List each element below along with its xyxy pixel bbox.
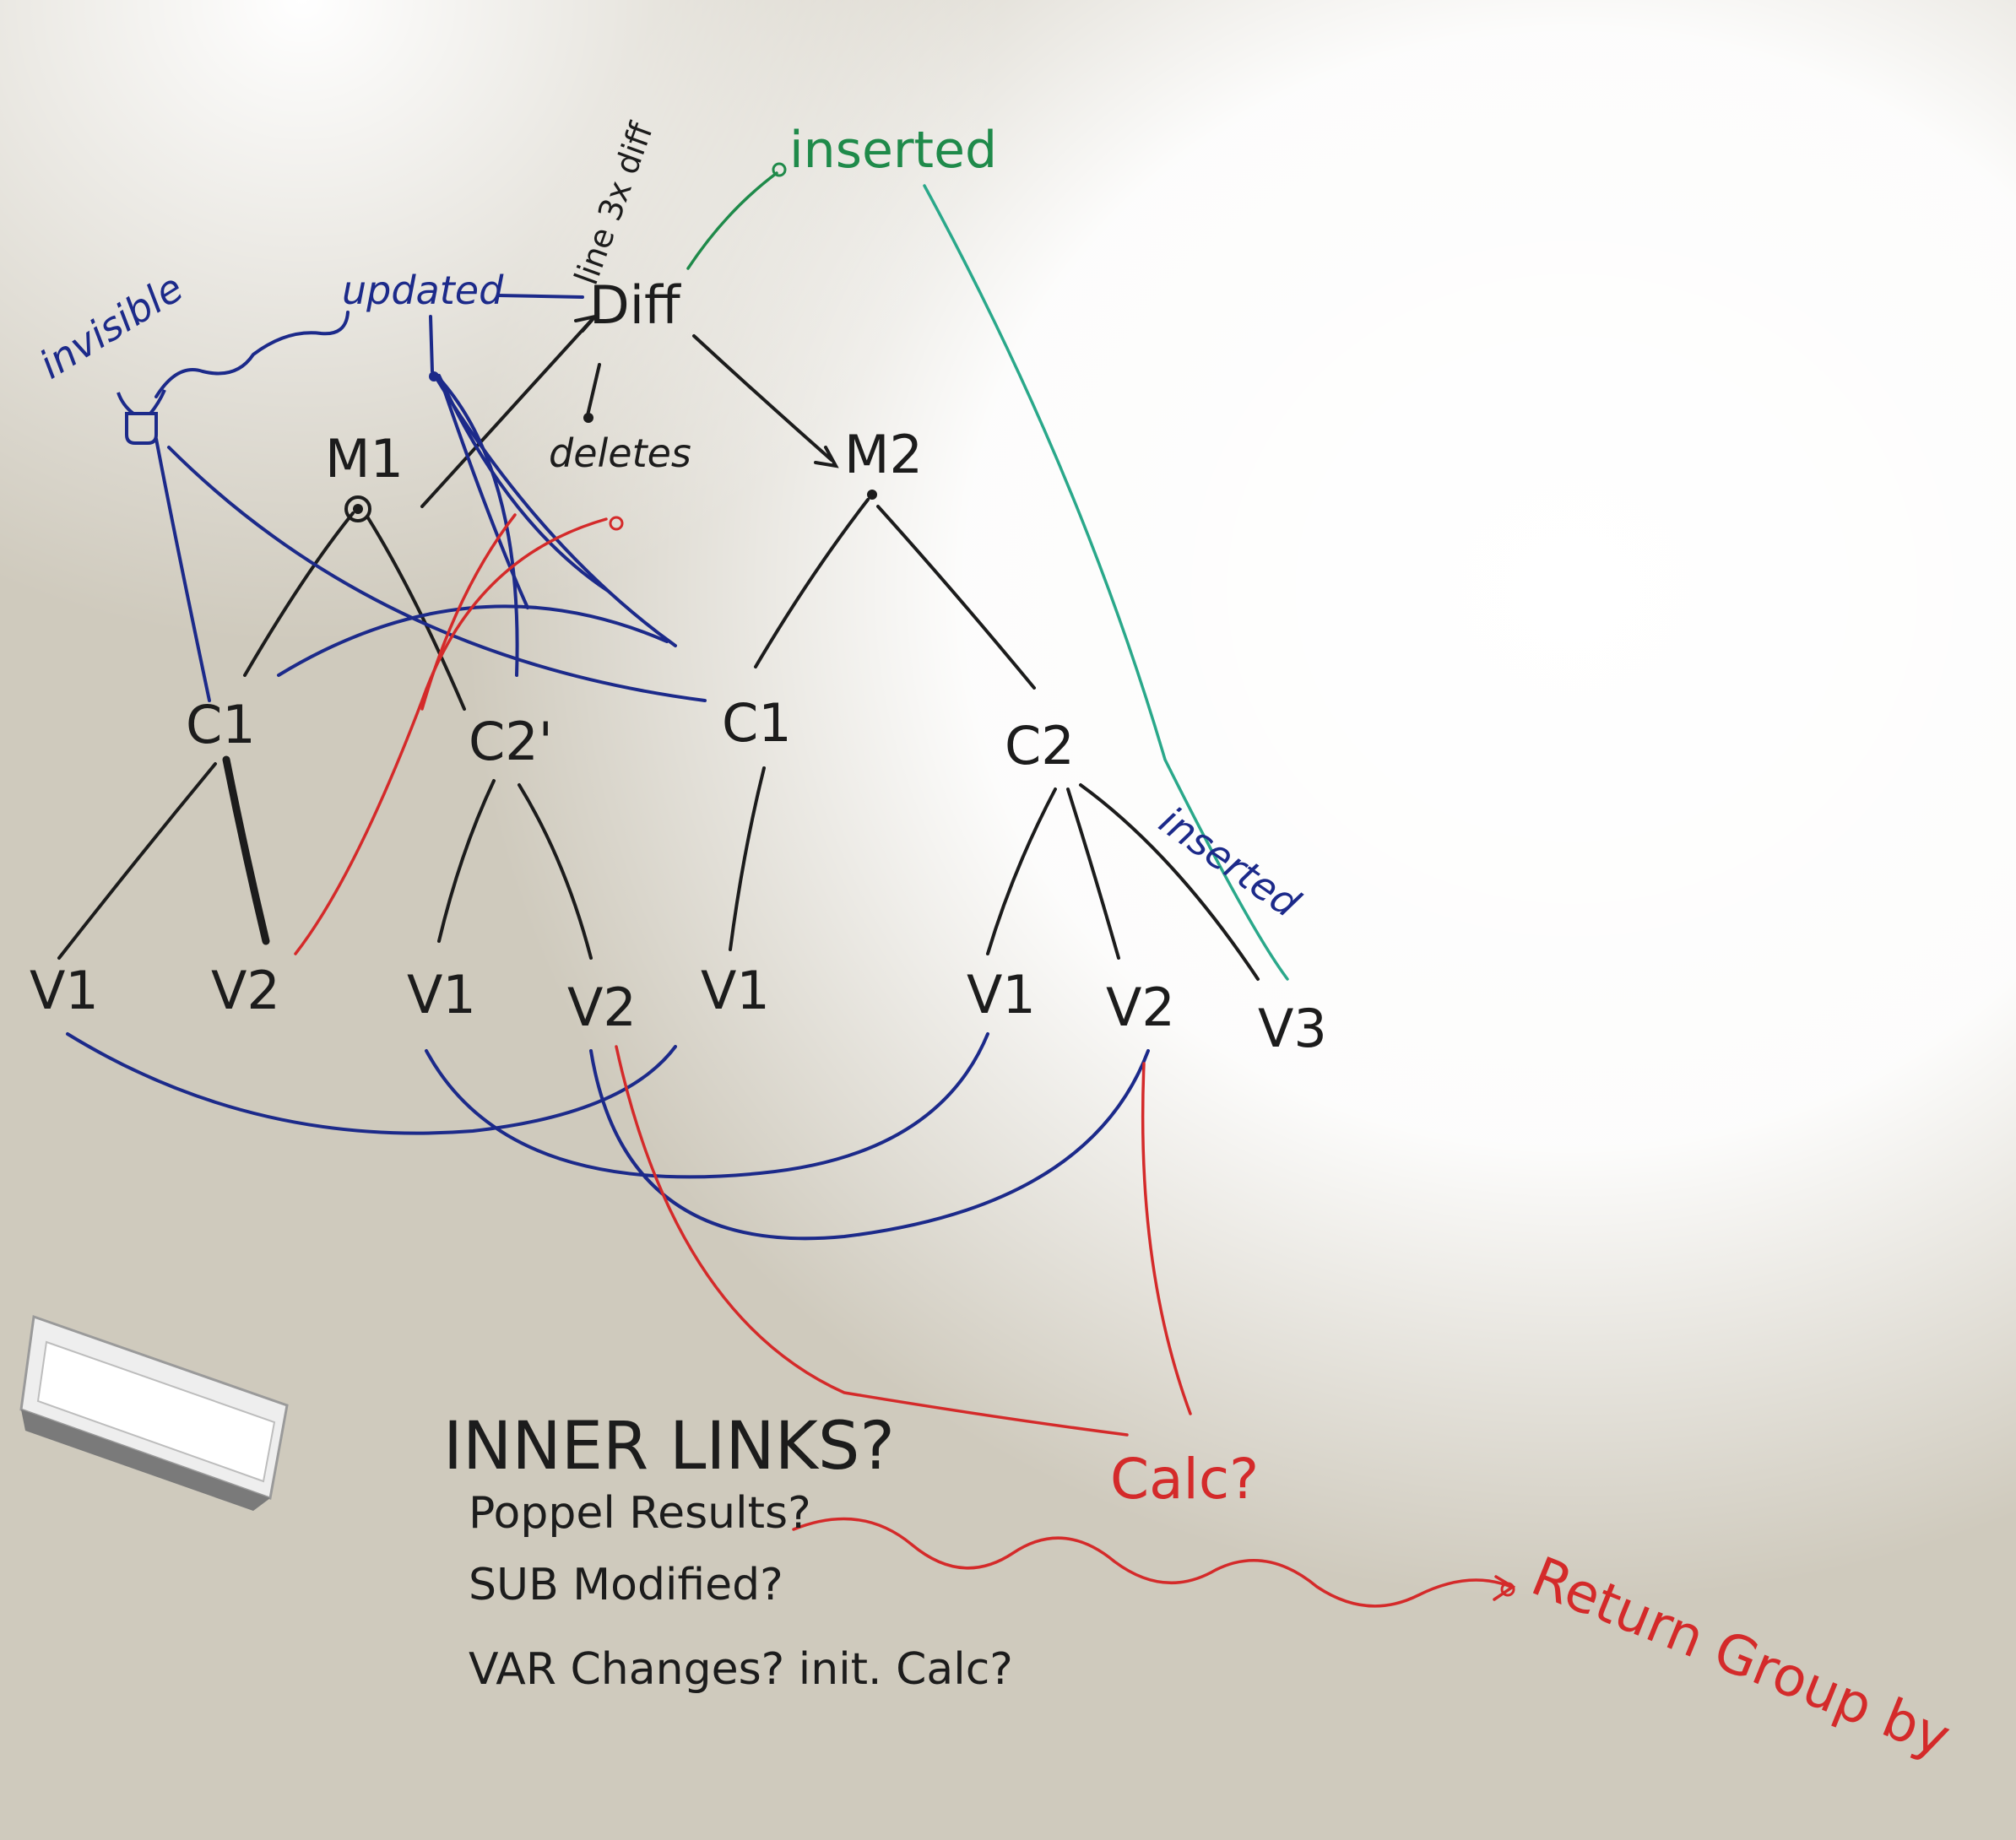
edge-diff-inserted — [686, 171, 778, 270]
label-c2-right: C2 — [1005, 715, 1075, 777]
edge-m1-c2 — [366, 515, 466, 711]
label-v2-a: V2 — [211, 960, 280, 1021]
note-sub-modified: SUB Modified? — [469, 1560, 783, 1610]
label-deletes: deletes — [549, 430, 691, 476]
edge-bucket-c1r — [167, 446, 707, 702]
edge-c2-v2b — [518, 783, 593, 960]
dot-m2 — [867, 490, 877, 500]
dot-m1 — [344, 495, 371, 522]
label-v1-b: V1 — [407, 964, 476, 1026]
dot-red-deletes — [609, 516, 624, 531]
edge-updated-c1r-a — [433, 374, 677, 647]
edge-v2b-v2d — [589, 1049, 1150, 1241]
bucket-icon — [117, 389, 166, 445]
red-edges — [294, 513, 1516, 1608]
note-inner-links: INNER LINKS? — [443, 1409, 895, 1485]
edge-deletes-c2 — [420, 513, 517, 711]
label-v3-d: V3 — [1258, 998, 1327, 1059]
edge-c1r-v1c — [729, 766, 766, 951]
edge-bucket-c1 — [154, 437, 211, 702]
edge-c1-v1 — [57, 762, 217, 960]
dot-return — [1500, 1582, 1515, 1597]
edge-updated-c1r-b — [437, 374, 610, 593]
edge-v2b-calc — [615, 1045, 1129, 1437]
black-edges — [57, 313, 1260, 981]
edge-v2d-calc — [1141, 1062, 1192, 1415]
label-v2-b: V2 — [567, 977, 637, 1038]
label-diff: Diff — [589, 274, 681, 336]
label-c2-left: C2' — [469, 711, 553, 772]
edge-c2r-v1d — [986, 787, 1057, 955]
label-c1-left: C1 — [186, 694, 256, 755]
edge-v1b-v1d — [425, 1032, 989, 1179]
edge-diff-deletes — [586, 363, 601, 417]
edge-c2-v1b — [437, 779, 496, 943]
label-v1-d: V1 — [967, 964, 1036, 1026]
label-updated: updated — [342, 268, 504, 313]
edge-m2-c1r — [754, 498, 870, 668]
edge-updated-c2-a — [437, 376, 519, 677]
label-v1-a: V1 — [30, 960, 99, 1021]
label-m2: M2 — [844, 424, 923, 485]
dot-updated — [429, 371, 439, 382]
green-edges — [686, 171, 1289, 981]
edge-diff-m1 — [420, 319, 593, 508]
edge-updated-down — [429, 315, 434, 373]
edge-c2r-v2d — [1066, 787, 1120, 960]
label-v1-c: V1 — [701, 960, 770, 1021]
label-v2-d: V2 — [1106, 977, 1175, 1038]
dot-m1-inner — [353, 504, 363, 514]
edge-m2-c2r — [876, 505, 1036, 690]
arrowhead-diff-m2 — [814, 446, 839, 468]
dot-deletes — [583, 413, 593, 423]
edge-updated-c2-b — [439, 378, 529, 609]
edge-updated-diff — [496, 294, 584, 299]
edge-m1-c1 — [243, 511, 355, 677]
edge-diff-m2 — [692, 334, 833, 462]
blue-edges — [66, 294, 1150, 1241]
edge-deletes-v2a — [294, 517, 608, 955]
edge-v1a-v1c — [66, 1032, 677, 1135]
edge-c2r-v3d — [1079, 783, 1260, 981]
dot-inserted — [772, 162, 787, 177]
edge-squiggle-return — [792, 1517, 1513, 1608]
note-var-changes: VAR Changes? init. Calc? — [469, 1644, 1013, 1695]
edge-c1-v2 — [222, 755, 270, 945]
arrowhead-diff-m1 — [574, 313, 600, 333]
label-inserted-top: inserted — [789, 121, 997, 180]
edge-invisible-updated — [154, 311, 350, 398]
edge-inserted-v3 — [923, 184, 1289, 981]
label-m1: M1 — [325, 428, 404, 490]
whiteboard-eraser-icon — [19, 1314, 289, 1511]
label-calc: Calc? — [1110, 1447, 1259, 1512]
note-poppel-results: Poppel Results? — [469, 1488, 811, 1539]
label-c1-right: C1 — [722, 692, 792, 754]
dots — [344, 162, 1515, 1597]
